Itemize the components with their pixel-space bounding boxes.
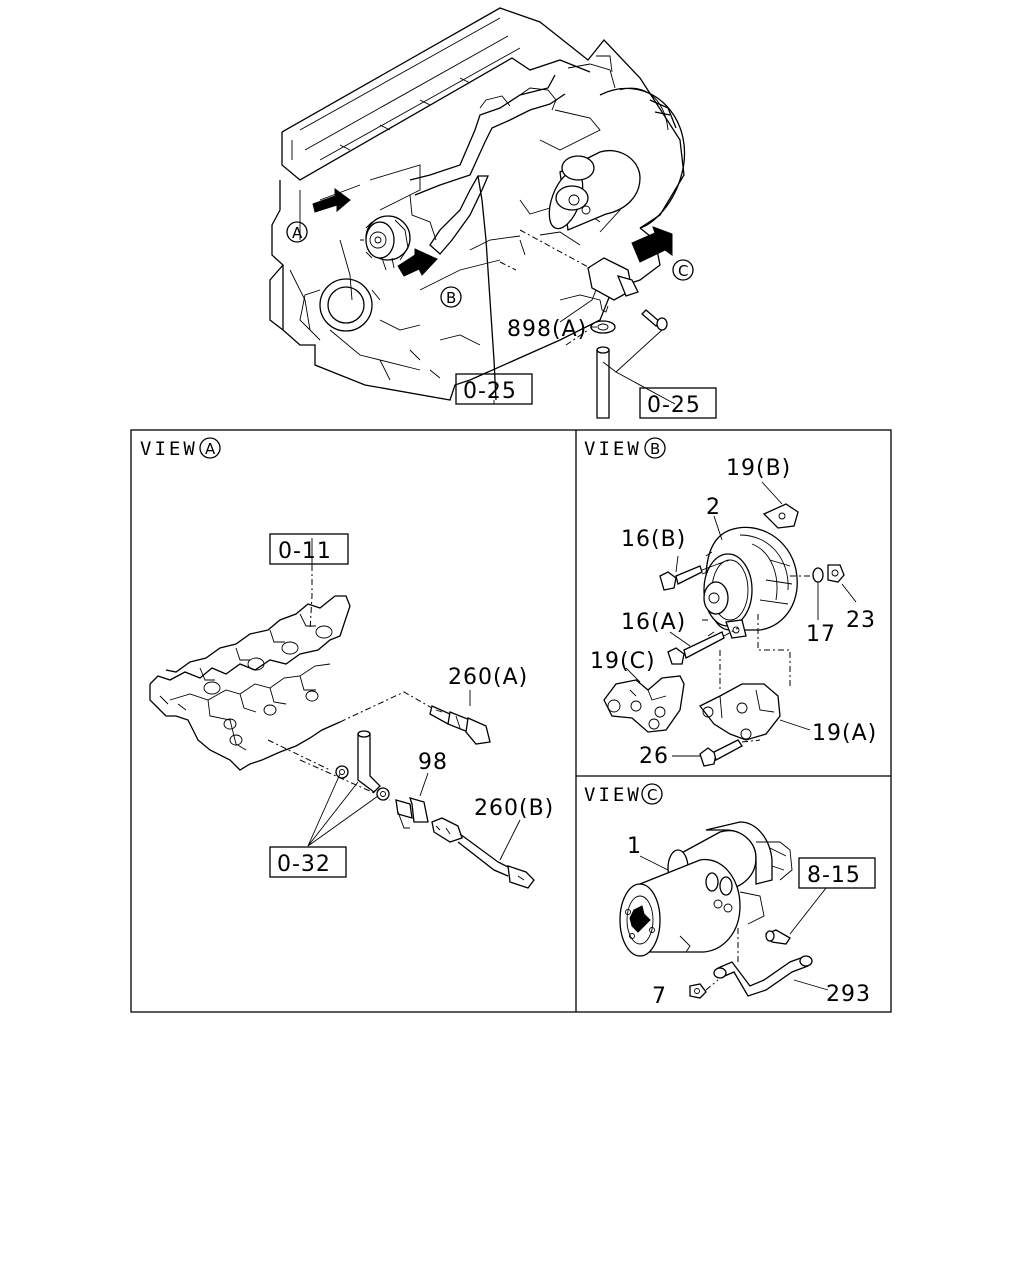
view-b-letter: B	[650, 440, 660, 458]
view-c-drawing	[619, 783, 876, 999]
view-c-marker: C	[678, 262, 688, 280]
views-frame	[130, 429, 892, 1013]
view-b-arrow	[397, 248, 438, 277]
sensor-898a-assembly	[587, 257, 668, 419]
view-c-title: VIEW	[584, 784, 642, 806]
view-a-arrow	[312, 188, 351, 213]
view-a-letter: A	[205, 440, 216, 458]
view-a-drawing	[149, 437, 535, 889]
view-b-drawing	[603, 437, 857, 767]
view-b-title: VIEW	[584, 438, 642, 460]
part-label-2: 2	[706, 495, 721, 520]
part-label-17: 17	[806, 622, 836, 647]
part-label-260b: 260(B)	[474, 796, 554, 821]
ref-label-0-25-right: 0-25	[647, 393, 701, 418]
view-c-arrow	[631, 226, 673, 263]
view-a-title: VIEW	[140, 438, 198, 460]
starter-on-engine	[548, 150, 641, 231]
alternator-on-engine	[360, 215, 411, 271]
part-label-19b: 19(B)	[726, 456, 791, 481]
part-label-26: 26	[639, 744, 669, 769]
part-label-19c: 19(C)	[590, 649, 656, 674]
engine-overview	[269, 7, 717, 419]
part-label-16a: 16(A)	[621, 610, 686, 635]
part-label-293: 293	[826, 982, 871, 1007]
part-label-19a: 19(A)	[812, 721, 877, 746]
ref-label-8-15: 8-15	[807, 863, 861, 888]
ref-label-0-32: 0-32	[277, 852, 331, 877]
view-b-marker: B	[446, 289, 456, 307]
part-label-260a: 260(A)	[448, 665, 528, 690]
view-c-letter: C	[647, 786, 657, 804]
view-a-marker: A	[292, 224, 303, 242]
part-label-23: 23	[846, 608, 876, 633]
ref-label-0-25-left: 0-25	[463, 379, 517, 404]
part-label-898a: 898(A)	[507, 317, 587, 342]
part-label-7: 7	[652, 984, 667, 1009]
part-label-98: 98	[418, 750, 448, 775]
ref-label-0-11: 0-11	[278, 539, 332, 564]
part-label-16b: 16(B)	[621, 527, 686, 552]
part-label-1: 1	[627, 834, 642, 859]
